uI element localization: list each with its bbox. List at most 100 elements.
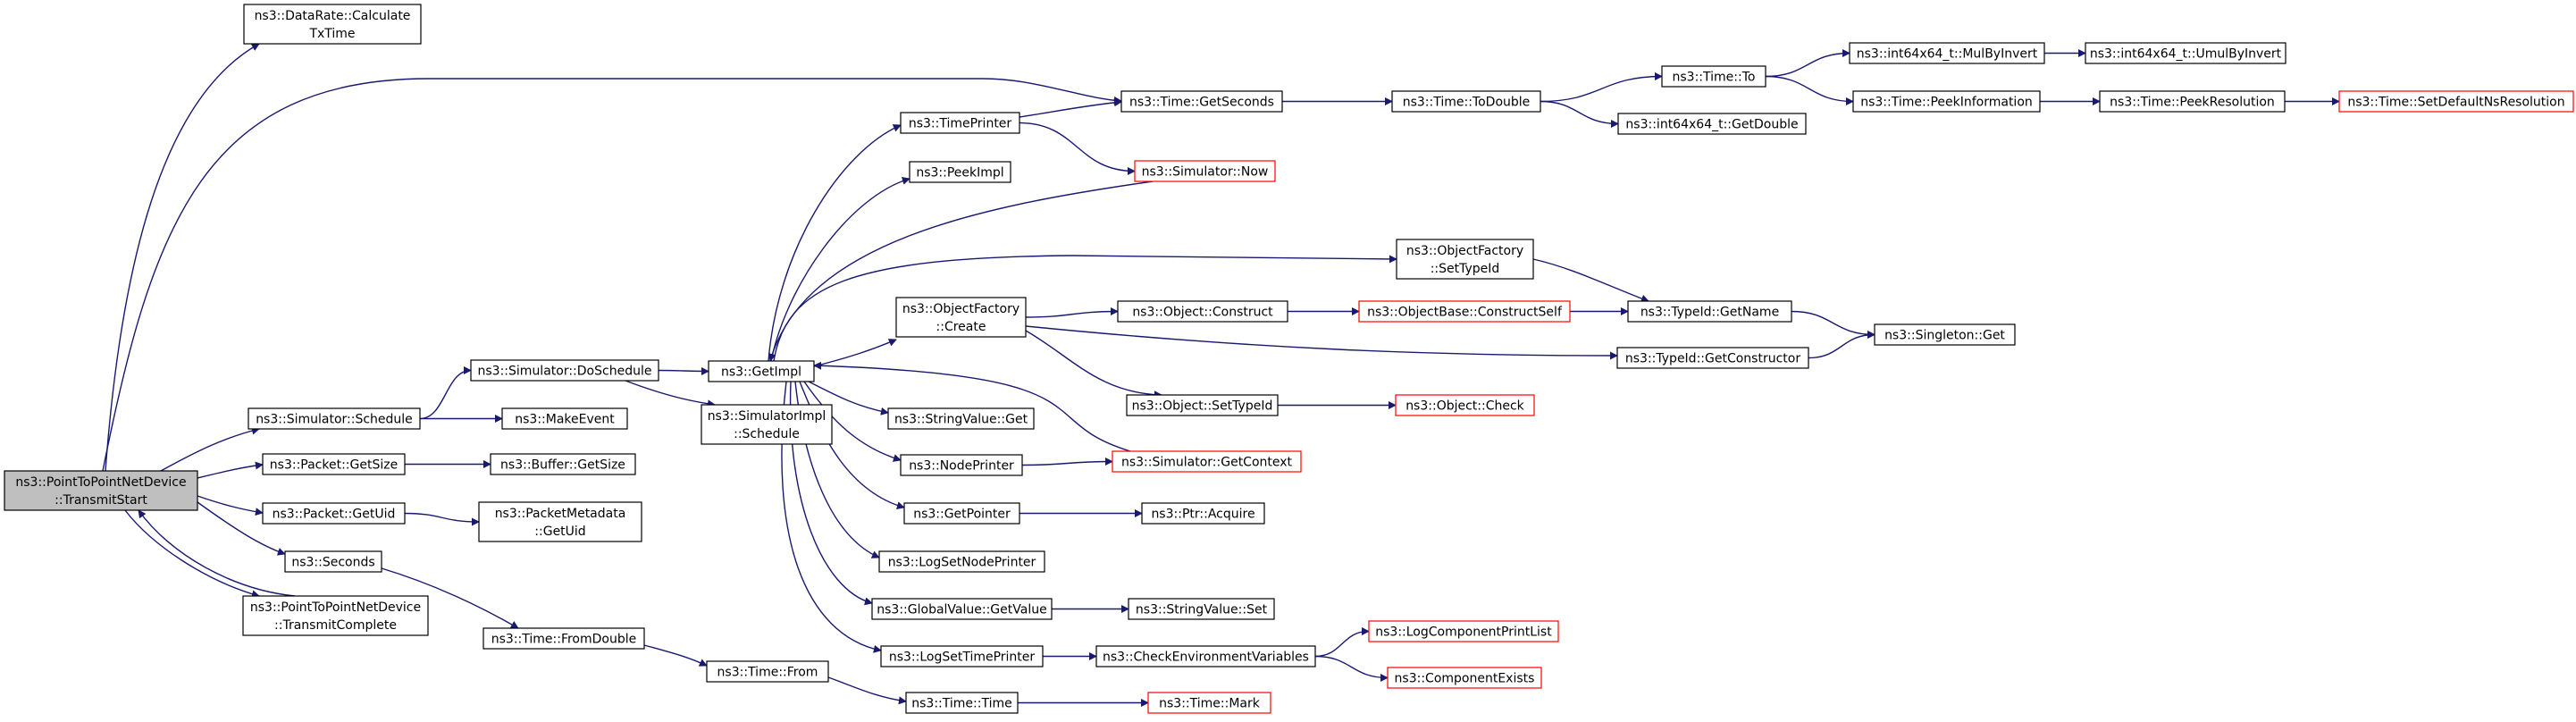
node-label: ns3::SimulatorImpl bbox=[708, 409, 827, 424]
node-box bbox=[880, 645, 1044, 667]
edge-timeprinter-to-simnow bbox=[1019, 122, 1136, 175]
node-label: ns3::NodePrinter bbox=[909, 459, 1014, 474]
node-label: ns3::int64x64_t::GetDouble bbox=[1625, 118, 1798, 132]
node-getdouble[interactable]: ns3::int64x64_t::GetDouble bbox=[1617, 113, 1807, 135]
node-peekimpl[interactable]: ns3::PeekImpl bbox=[909, 161, 1011, 183]
edge-simschedule-to-dosched bbox=[419, 366, 472, 420]
node-label: ns3::ComponentExists bbox=[1395, 672, 1535, 686]
node-ofcreate[interactable]: ns3::ObjectFactory::Create bbox=[895, 297, 1027, 338]
node-simschedule[interactable]: ns3::Simulator::Schedule bbox=[248, 407, 421, 430]
node-getsec[interactable]: ns3::Time::GetSeconds bbox=[1120, 90, 1283, 113]
edge-timeto-to-mulinv bbox=[1765, 49, 1850, 78]
edge-dosched-to-simimplsched bbox=[625, 380, 716, 408]
node-pktgetsize[interactable]: ns3::Packet::GetSize bbox=[262, 453, 406, 475]
node-label: ns3::Singleton::Get bbox=[1884, 329, 2005, 343]
node-label: ns3::Seconds bbox=[291, 556, 374, 570]
node-box bbox=[909, 161, 1011, 183]
edge-nodeprinter-to-getcontext bbox=[1021, 458, 1113, 466]
node-label: ns3::Time::PeekResolution bbox=[2110, 96, 2275, 110]
edge-simnow-to-getimpl bbox=[768, 180, 1154, 362]
node-box bbox=[2099, 90, 2286, 113]
node-box bbox=[470, 359, 659, 382]
node-logcompprint[interactable]: ns3::LogComponentPrintList bbox=[1368, 620, 1559, 642]
node-box bbox=[243, 4, 422, 45]
node-getcontext[interactable]: ns3::Simulator::GetContext bbox=[1112, 450, 1302, 473]
node-timeto[interactable]: ns3::Time::To bbox=[1661, 65, 1766, 88]
node-nodeprinter[interactable]: ns3::NodePrinter bbox=[900, 454, 1023, 476]
node-todouble[interactable]: ns3::Time::ToDouble bbox=[1391, 90, 1541, 113]
node-typeidgetname[interactable]: ns3::TypeId::GetName bbox=[1627, 300, 1792, 323]
edge-getimpl-to-timeprinter bbox=[768, 124, 902, 362]
node-getimpl[interactable]: ns3::GetImpl bbox=[708, 360, 815, 382]
node-box bbox=[1117, 300, 1288, 323]
node-dosched[interactable]: ns3::Simulator::DoSchedule bbox=[470, 359, 659, 382]
node-setdefres[interactable]: ns3::Time::SetDefaultNsResolution bbox=[2338, 90, 2574, 113]
node-makeevent[interactable]: ns3::MakeEvent bbox=[501, 407, 628, 430]
node-box bbox=[900, 112, 1020, 134]
node-label: ns3::TypeId::GetName bbox=[1640, 306, 1779, 320]
edge-ofcreate-to-getctor bbox=[1025, 325, 1618, 360]
node-objconstruct[interactable]: ns3::Object::Construct bbox=[1117, 300, 1288, 323]
node-strvalget[interactable]: ns3::StringValue::Get bbox=[887, 407, 1035, 430]
edge-timeto-to-peekinfo bbox=[1765, 75, 1854, 105]
node-bufgetsize[interactable]: ns3::Buffer::GetSize bbox=[490, 453, 636, 475]
node-umulinv[interactable]: ns3::int64x64_t::UmulByInvert bbox=[2085, 42, 2287, 64]
node-peekinfo[interactable]: ns3::Time::PeekInformation bbox=[1852, 90, 2041, 113]
node-box bbox=[871, 598, 1053, 620]
edge-checkenv-to-compexists bbox=[1314, 655, 1389, 682]
node-label: ::TransmitComplete bbox=[274, 618, 397, 633]
node-box bbox=[1627, 300, 1792, 323]
node-timeprinter[interactable]: ns3::TimePrinter bbox=[900, 112, 1020, 134]
node-label: ns3::TypeId::GetConstructor bbox=[1625, 352, 1800, 366]
node-timefrom[interactable]: ns3::Time::From bbox=[706, 660, 829, 683]
node-simnow[interactable]: ns3::Simulator::Now bbox=[1134, 160, 1276, 182]
edge-typeidgetname-to-singleton bbox=[1791, 310, 1875, 339]
node-label: ns3::MakeEvent bbox=[515, 413, 615, 427]
node-box bbox=[1368, 620, 1559, 642]
node-ofsettype[interactable]: ns3::ObjectFactory::SetTypeId bbox=[1396, 239, 1534, 280]
node-objcheck[interactable]: ns3::Object::Check bbox=[1395, 394, 1535, 416]
node-box bbox=[1617, 113, 1807, 135]
node-label: ns3::LogComponentPrintList bbox=[1375, 625, 1552, 640]
node-getctor[interactable]: ns3::TypeId::GetConstructor bbox=[1616, 347, 1809, 369]
node-box bbox=[878, 550, 1045, 573]
node-pmgetuid[interactable]: ns3::PacketMetadata::GetUid bbox=[478, 501, 642, 542]
node-label: ns3::GetImpl bbox=[721, 365, 801, 380]
node-simimplsched[interactable]: ns3::SimulatorImpl::Schedule bbox=[701, 404, 833, 445]
node-obconstructself[interactable]: ns3::ObjectBase::ConstructSelf bbox=[1358, 300, 1571, 323]
node-objsettype[interactable]: ns3::Object::SetTypeId bbox=[1126, 394, 1279, 416]
node-peekres[interactable]: ns3::Time::PeekResolution bbox=[2099, 90, 2286, 113]
node-timemark[interactable]: ns3::Time::Mark bbox=[1147, 692, 1271, 714]
node-label: ns3::Simulator::DoSchedule bbox=[478, 365, 652, 379]
node-box bbox=[1395, 394, 1535, 416]
node-singleton[interactable]: ns3::Singleton::Get bbox=[1874, 323, 2016, 346]
node-logsetnode[interactable]: ns3::LogSetNodePrinter bbox=[878, 550, 1045, 573]
node-fromdouble[interactable]: ns3::Time::FromDouble bbox=[482, 627, 645, 650]
node-label: TxTime bbox=[308, 27, 355, 41]
node-box bbox=[242, 595, 429, 636]
node-pktgetuid[interactable]: ns3::Packet::GetUid bbox=[262, 502, 406, 525]
node-ptracquire[interactable]: ns3::Ptr::Acquire bbox=[1141, 502, 1265, 525]
node-box bbox=[1874, 323, 2016, 346]
node-strvalset[interactable]: ns3::StringValue::Set bbox=[1128, 598, 1275, 620]
node-checkenv[interactable]: ns3::CheckEnvironmentVariables bbox=[1095, 645, 1316, 667]
edge-ofsettype-to-typeidgetname bbox=[1532, 258, 1649, 303]
node-compexists[interactable]: ns3::ComponentExists bbox=[1387, 667, 1542, 689]
node-label: ns3::Time::FromDouble bbox=[491, 633, 637, 647]
node-label: ns3::ObjectFactory bbox=[1406, 244, 1523, 258]
edge-root-to-dr bbox=[105, 43, 260, 472]
node-label: ::Schedule bbox=[734, 427, 800, 441]
node-box bbox=[482, 627, 645, 650]
node-getpointer[interactable]: ns3::GetPointer bbox=[903, 502, 1020, 525]
node-box bbox=[2338, 90, 2574, 113]
node-timetime[interactable]: ns3::Time::Time bbox=[905, 692, 1019, 714]
node-seconds[interactable]: ns3::Seconds bbox=[284, 550, 382, 573]
node-txcomplete[interactable]: ns3::PointToPointNetDevice::TransmitComp… bbox=[242, 595, 429, 636]
node-box bbox=[1616, 347, 1809, 369]
node-logsettime[interactable]: ns3::LogSetTimePrinter bbox=[880, 645, 1044, 667]
node-gvgetvalue[interactable]: ns3::GlobalValue::GetValue bbox=[871, 598, 1053, 620]
node-label: ns3::Simulator::GetContext bbox=[1121, 456, 1293, 470]
edge-ofcreate-to-objconstruct bbox=[1025, 307, 1119, 318]
node-mulinv[interactable]: ns3::int64x64_t::MulByInvert bbox=[1849, 42, 2045, 64]
